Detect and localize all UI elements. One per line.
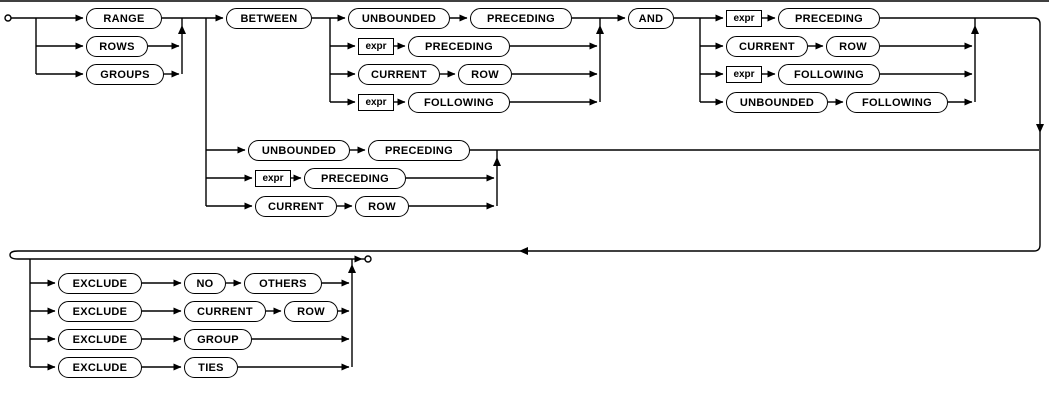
nonterminal-expr-start-following: expr [358,94,394,111]
terminal-unbounded-end: UNBOUNDED [726,92,828,113]
terminal-preceding-start: PRECEDING [470,8,572,29]
terminal-range: RANGE [86,8,162,29]
terminal-preceding-start-expr: PRECEDING [408,36,510,57]
terminal-unbounded-start: UNBOUNDED [348,8,450,29]
terminal-exclude-4: EXCLUDE [58,357,142,378]
terminal-following-end-unbounded: FOLLOWING [846,92,948,113]
terminal-exclude-3: EXCLUDE [58,329,142,350]
nonterminal-expr-start-preceding: expr [358,38,394,55]
terminal-current-end: CURRENT [726,36,808,57]
nonterminal-expr-end-preceding: expr [726,10,762,27]
nonterminal-expr-single: expr [255,170,291,187]
terminal-between: BETWEEN [226,8,312,29]
terminal-preceding-single: PRECEDING [368,140,470,161]
terminal-ties: TIES [184,357,238,378]
end-terminal-icon [364,255,372,263]
terminal-exclude-1: EXCLUDE [58,273,142,294]
terminal-groups: GROUPS [86,64,164,85]
terminal-row-start: ROW [458,64,512,85]
terminal-current-exclude: CURRENT [184,301,266,322]
terminal-unbounded-single: UNBOUNDED [248,140,350,161]
flow-arrows [178,25,1044,273]
nonterminal-expr-end-following: expr [726,66,762,83]
terminal-current-single: CURRENT [255,196,337,217]
terminal-exclude-2: EXCLUDE [58,301,142,322]
start-terminal-icon [4,14,12,22]
terminal-row-exclude: ROW [284,301,338,322]
terminal-current-start: CURRENT [358,64,440,85]
terminal-row-end: ROW [826,36,880,57]
terminal-others: OTHERS [244,273,322,294]
terminal-following-start-expr: FOLLOWING [408,92,510,113]
terminal-following-end-expr: FOLLOWING [778,64,880,85]
terminal-no: NO [184,273,226,294]
terminal-group: GROUP [184,329,252,350]
terminal-and: AND [628,8,674,29]
terminal-rows: ROWS [86,36,148,57]
terminal-preceding-single-expr: PRECEDING [304,168,406,189]
terminal-preceding-end-expr: PRECEDING [778,8,880,29]
terminal-row-single: ROW [355,196,409,217]
